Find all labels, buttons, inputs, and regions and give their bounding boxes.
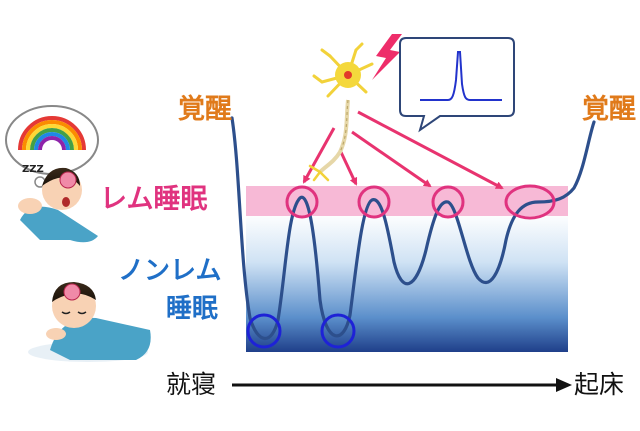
action-potential-bubble xyxy=(399,37,515,133)
nonrem-label-line1: ノンレム xyxy=(118,256,222,286)
rem-circle xyxy=(357,185,391,219)
get-up-label: 起床 xyxy=(574,370,625,399)
neuron-icon xyxy=(308,42,374,182)
rainbow-icon xyxy=(18,116,86,151)
sleep-wave xyxy=(230,116,596,340)
rem-sleep-label: レム睡眠 xyxy=(100,184,208,215)
lightning-icon xyxy=(372,34,402,80)
dreaming-person-icon: ZZZ xyxy=(5,105,99,243)
nonrem-label-line2: 睡眠 xyxy=(166,294,219,324)
wake-label-left: 覚醒 xyxy=(178,94,232,125)
nonrem-circle xyxy=(320,313,356,349)
nonrem-circle xyxy=(246,313,282,349)
svg-text:ZZZ: ZZZ xyxy=(22,164,44,175)
rem-circle xyxy=(504,184,556,220)
fall-asleep-label: 就寝 xyxy=(166,370,217,399)
sleeping-person-icon xyxy=(28,282,151,362)
spike-trace xyxy=(420,51,502,101)
wake-label-right: 覚醒 xyxy=(582,94,636,125)
activation-arrows xyxy=(302,110,504,190)
rem-circle xyxy=(431,185,465,219)
rem-circle xyxy=(285,185,319,219)
timeline-arrowhead xyxy=(556,378,572,392)
